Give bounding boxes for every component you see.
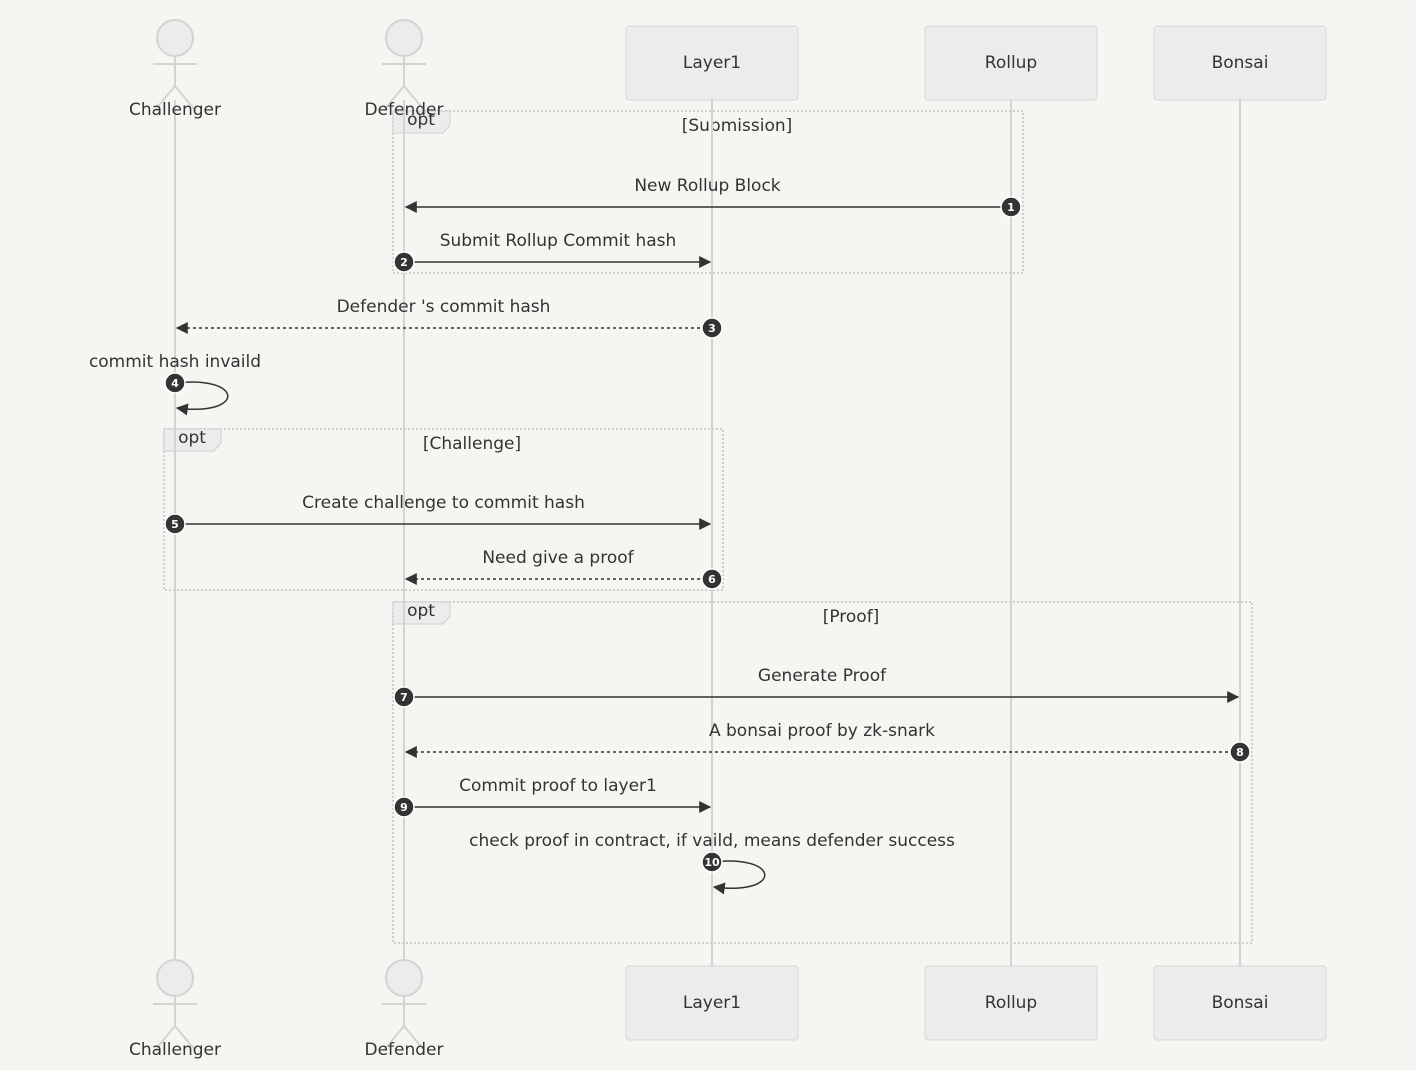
message-label: Submit Rollup Commit hash <box>440 231 677 251</box>
opt-frame: opt [Challenge] <box>163 428 724 591</box>
message-label: New Rollup Block <box>634 176 780 196</box>
sequence-number-badge <box>1229 741 1251 763</box>
actor-icon <box>382 959 426 1051</box>
participant-bonsai-bottom: Bonsai <box>1153 965 1327 1041</box>
participant-label: Bonsai <box>1212 53 1269 73</box>
frame-condition: [Challenge] <box>423 434 521 454</box>
participants-layer: ChallengerChallengerDefenderDefenderLaye… <box>129 19 1327 1060</box>
message-label: check proof in contract, if vaild, means… <box>469 831 955 851</box>
actor-icon <box>153 959 197 1051</box>
message-label: Generate Proof <box>758 666 887 686</box>
sequence-number: 5 <box>171 518 179 531</box>
participant-bonsai-top: Bonsai <box>1153 25 1327 101</box>
participant-label: Bonsai <box>1212 993 1269 1013</box>
frame-condition: [Proof] <box>823 607 880 627</box>
participant-label: Challenger <box>129 100 221 120</box>
frame-keyword: opt <box>407 601 435 621</box>
message-label: A bonsai proof by zk-snark <box>709 721 935 741</box>
participant-defender-top: Defender <box>364 19 444 120</box>
frame-tab <box>163 428 222 452</box>
sequence-number-badge <box>701 317 723 339</box>
sequence-number-badge <box>164 372 186 394</box>
message-label: commit hash invaild <box>89 352 261 372</box>
message-label: Create challenge to commit hash <box>302 493 585 513</box>
message-2: Submit Rollup Commit hash 2 <box>393 231 712 273</box>
participant-challenger-top: Challenger <box>129 19 221 120</box>
participant-layer1-top: Layer1 <box>625 25 799 101</box>
message-10: check proof in contract, if vaild, means… <box>469 831 955 895</box>
sequence-number: 6 <box>708 573 716 586</box>
sequence-number: 2 <box>400 256 408 269</box>
participant-label: Challenger <box>129 1040 221 1060</box>
frame-condition: [Submission] <box>682 116 793 136</box>
participant-box <box>1153 25 1327 101</box>
actor-icon <box>153 19 197 111</box>
actor-icon <box>382 19 426 111</box>
sequence-number-badge <box>701 568 723 590</box>
frame-border <box>392 601 1253 944</box>
sequence-number-badge <box>1000 196 1022 218</box>
lifelines-layer <box>174 100 1241 966</box>
sequence-number: 10 <box>704 856 720 869</box>
participant-layer1-bottom: Layer1 <box>625 965 799 1041</box>
participant-box <box>1153 965 1327 1041</box>
participant-rollup-top: Rollup <box>924 25 1098 101</box>
sequence-number-badge <box>701 851 723 873</box>
participant-label: Rollup <box>985 53 1037 73</box>
sequence-number: 3 <box>708 322 716 335</box>
message-label: Need give a proof <box>482 548 634 568</box>
participant-label: Rollup <box>985 993 1037 1013</box>
participant-defender-bottom: Defender <box>364 959 444 1060</box>
sequence-number: 1 <box>1007 201 1015 214</box>
participant-challenger-bottom: Challenger <box>129 959 221 1060</box>
sequence-number: 8 <box>1236 746 1244 759</box>
message-9: Commit proof to layer1 9 <box>393 776 712 818</box>
message-label: Defender 's commit hash <box>337 297 551 317</box>
frame-tab <box>392 601 451 625</box>
participant-box <box>625 25 799 101</box>
participant-rollup-bottom: Rollup <box>924 965 1098 1041</box>
sequence-number-badge <box>393 686 415 708</box>
participant-box <box>625 965 799 1041</box>
participant-label: Defender <box>364 100 443 120</box>
message-3: Defender 's commit hash 3 <box>175 297 723 339</box>
opt-frame: opt [Proof] <box>392 601 1253 944</box>
opt-frame: opt [Submission] <box>392 110 1024 274</box>
message-8: A bonsai proof by zk-snark 8 <box>404 721 1251 763</box>
frames-layer: opt [Submission] opt [Challenge] opt [Proof] <box>163 110 1253 944</box>
sequence-number-badge <box>393 796 415 818</box>
frame-keyword: opt <box>178 428 206 448</box>
participant-box <box>924 965 1098 1041</box>
message-5: Create challenge to commit hash 5 <box>164 493 712 535</box>
participant-label: Defender <box>364 1040 443 1060</box>
participant-label: Layer1 <box>683 53 741 73</box>
frame-tab <box>392 110 451 134</box>
message-7: Generate Proof 7 <box>393 666 1240 708</box>
frame-keyword: opt <box>407 110 435 130</box>
self-loop-arrow <box>711 860 766 895</box>
sequence-number: 7 <box>400 691 408 704</box>
message-1: New Rollup Block 1 <box>404 176 1022 218</box>
message-6: Need give a proof 6 <box>404 548 723 590</box>
self-loop-arrow <box>174 381 229 416</box>
sequence-number-badge <box>393 251 415 273</box>
message-4: commit hash invaild 4 <box>89 352 261 416</box>
participant-label: Layer1 <box>683 993 741 1013</box>
sequence-number: 4 <box>171 377 179 390</box>
participant-box <box>924 25 1098 101</box>
message-label: Commit proof to layer1 <box>459 776 657 796</box>
sequence-number-badge <box>164 513 186 535</box>
sequence-number: 9 <box>400 801 408 814</box>
